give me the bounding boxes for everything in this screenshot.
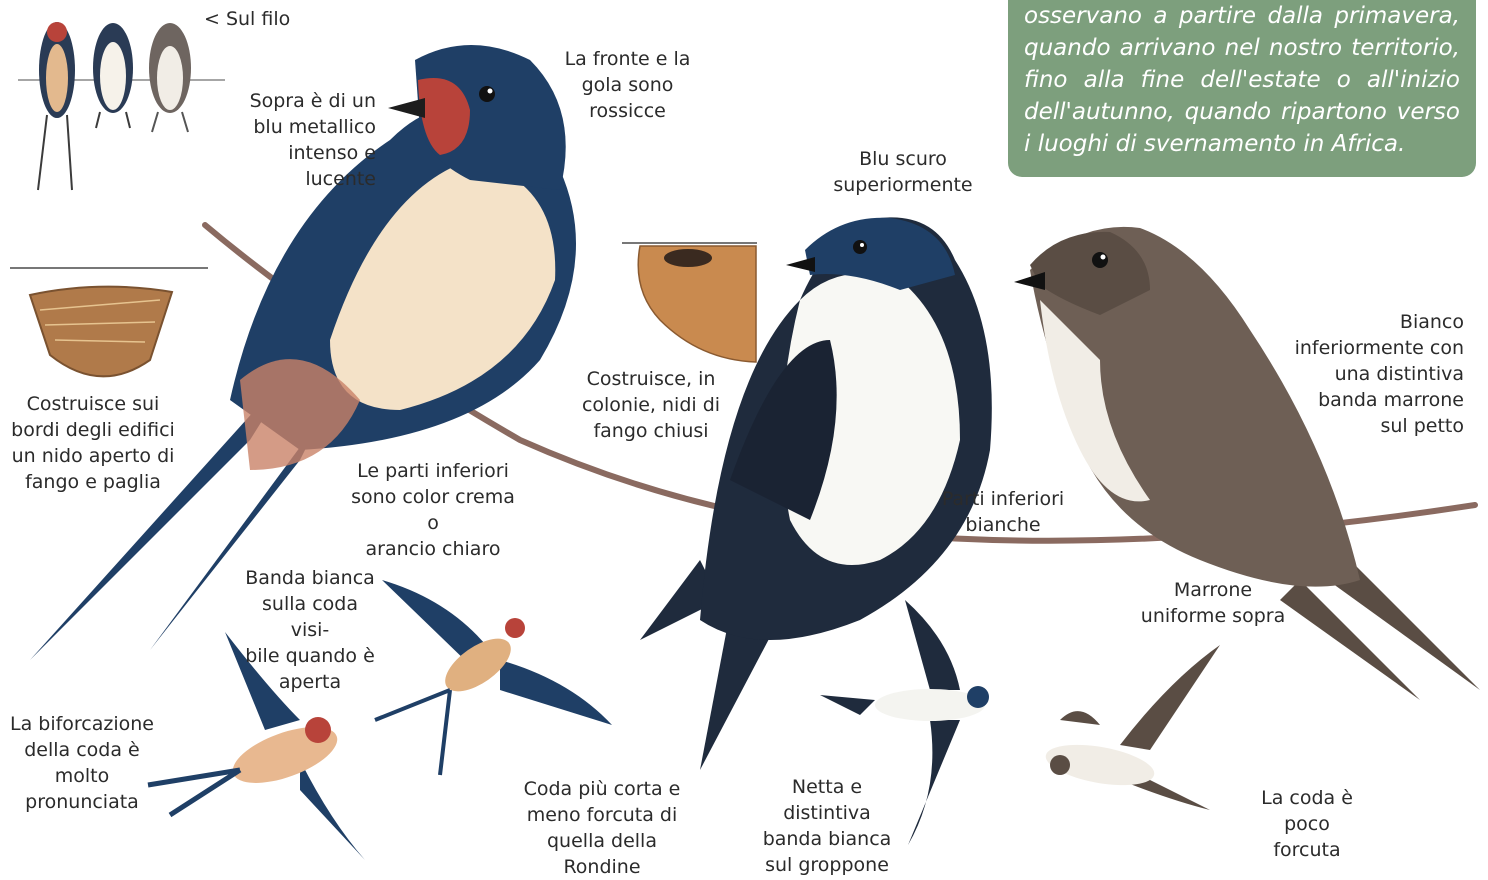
sand-martin-flying xyxy=(1043,645,1220,810)
swallows-on-wire-thumbnail xyxy=(18,22,225,190)
closed-mud-nest xyxy=(622,243,757,362)
sand-martin-perched xyxy=(1014,227,1480,700)
label-marrone-uniforme: Marrone uniforme sopra xyxy=(1140,577,1286,629)
label-coda-piu-corta: Coda più corta e meno forcuta di quella … xyxy=(522,776,682,880)
label-costruisce-bordi: Costruisce sui bordi degli edifici un ni… xyxy=(8,391,178,495)
label-netta-banda: Netta e distintiva banda bianca sul grop… xyxy=(762,774,892,878)
label-parti-inferiori-crema: Le parti inferiori sono color crema o ar… xyxy=(344,458,522,562)
barn-swallow-flying-topview xyxy=(375,580,612,775)
label-banda-bianca-coda: Banda bianca sulla coda visi- bile quand… xyxy=(240,565,380,695)
label-costruisce-colonie: Costruisce, in colonie, nidi di fango ch… xyxy=(578,366,724,444)
info-box: osservano a partire dalla primavera, qua… xyxy=(1008,0,1476,177)
label-fronte-gola: La fronte e la gola sono rossicce xyxy=(555,46,700,124)
label-bianco-inferiormente: Bianco inferiormente con una distintiva … xyxy=(1282,309,1464,439)
open-mud-nest xyxy=(10,268,208,376)
label-biforcazione-coda: La biforcazione della coda è molto pronu… xyxy=(8,711,156,815)
label-parti-inferiori-bianche: Parti inferiori bianche xyxy=(938,486,1068,538)
label-blu-scuro: Blu scuro superiormente xyxy=(828,146,978,198)
info-box-text: osservano a partire dalla primavera, qua… xyxy=(1024,0,1460,160)
label-sul-filo: < Sul filo xyxy=(204,6,290,32)
label-sopra-blu: Sopra è di un blu metallico intenso e lu… xyxy=(236,88,376,192)
label-coda-poco-forcuta: La coda è poco forcuta xyxy=(1252,785,1362,863)
